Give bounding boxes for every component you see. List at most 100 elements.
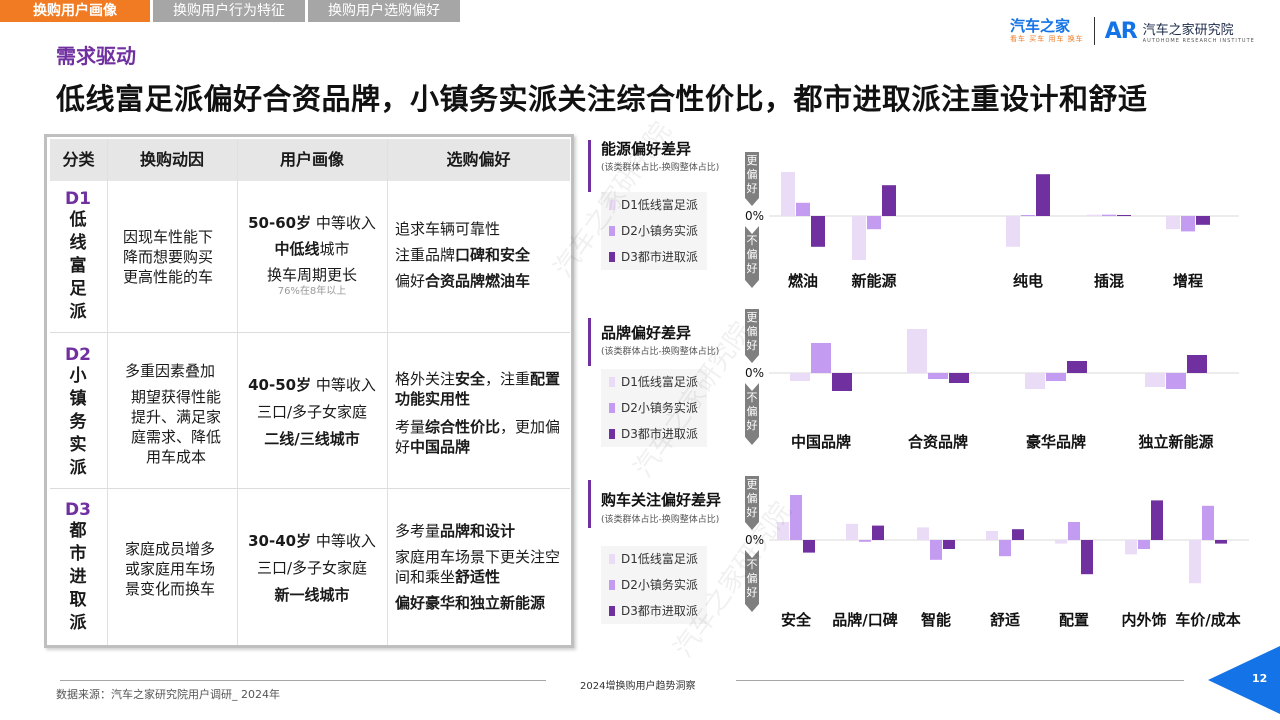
- chart-bar: [777, 522, 789, 540]
- up-arrow-label: 更偏好: [747, 311, 758, 352]
- chart-bar: [1055, 540, 1067, 544]
- legend-item-d2: D2小镇务实派: [601, 572, 707, 598]
- chart-bar: [1187, 355, 1207, 373]
- segment-code: D1: [65, 189, 91, 209]
- chart-subtitle-brand: (该类群体占比-换购整体占比): [601, 347, 720, 357]
- category-label: 安全: [781, 611, 812, 629]
- chart-bar: [986, 531, 998, 540]
- chart-bar: [1125, 540, 1137, 555]
- footer-report-title: 2024增换购用户趋势洞察: [580, 681, 696, 692]
- chart-bar: [1189, 540, 1201, 584]
- category-label: 豪华品牌: [1026, 433, 1086, 451]
- chart-bar: [1202, 505, 1214, 540]
- d2-preference: 格外关注安全，注重配置功能实用性 考量综合性价比，更加偏好中国品牌: [395, 370, 561, 456]
- down-arrow-icon: [745, 550, 759, 612]
- col-divider: [387, 139, 388, 645]
- chart-bar: [1181, 216, 1195, 232]
- institute-name-en: AUTOHOME RESEARCH INSTITUTE: [1142, 37, 1255, 44]
- chart-bar: [796, 202, 810, 216]
- up-arrow-icon: [745, 476, 759, 530]
- institute-block: 汽车之家研究院 AUTOHOME RESEARCH INSTITUTE: [1143, 19, 1255, 44]
- energy-chart: 更偏好0%不偏好燃油新能源纯电插混增程: [745, 152, 1239, 290]
- category-label: 车价/成本: [1175, 611, 1240, 629]
- top-tabs: 换购用户画像 换购用户行为特征 换购用户选购偏好: [0, 0, 463, 22]
- chart-bar: [811, 216, 825, 247]
- chart-accent-bar: [588, 140, 591, 192]
- legend-item-d3: D3都市进取派: [601, 598, 707, 624]
- d3-profile: 30-40岁 中等收入 三口/多子女家庭 新一线城市: [248, 532, 376, 604]
- chart-bar: [859, 540, 871, 542]
- page-number: 12: [1252, 672, 1268, 685]
- tab-user-behavior[interactable]: 换购用户行为特征: [153, 0, 305, 22]
- table-row-d1-category: D1 低 线 富 足 派: [50, 189, 106, 324]
- chart-legend-energy: D1低线富足派 D2小镇务实派 D3都市进取派: [601, 192, 707, 270]
- down-arrow-label: 不偏好: [747, 391, 758, 432]
- chart-bar: [1068, 522, 1080, 540]
- chart-bar: [1067, 361, 1087, 373]
- down-arrow-icon: [745, 383, 759, 445]
- chart-bar: [917, 527, 929, 540]
- category-label: 独立新能源: [1138, 433, 1213, 451]
- chart-bar: [1081, 540, 1093, 575]
- logo-divider: [1093, 17, 1095, 45]
- chart-bar: [1006, 216, 1020, 247]
- zero-label: 0%: [745, 366, 764, 380]
- chart-bar: [928, 373, 948, 379]
- legend-item-d3: D3都市进取派: [601, 244, 707, 270]
- category-label: 舒适: [990, 611, 1020, 629]
- chart-bar: [803, 540, 815, 553]
- brand-slogan: 看车 买车 用车 换车: [1010, 35, 1084, 43]
- chart-bar: [1117, 215, 1131, 216]
- tab-user-profile[interactable]: 换购用户画像: [0, 0, 150, 22]
- chart-bar: [1012, 529, 1024, 540]
- chart-bar: [907, 329, 927, 373]
- category-label: 燃油: [788, 272, 818, 290]
- category-label: 品牌/口碑: [832, 611, 897, 629]
- section-title: 需求驱动: [56, 44, 136, 68]
- chart-bar: [1046, 373, 1066, 381]
- chart-bar: [1025, 373, 1045, 389]
- chart-title-energy: 能源偏好差异: [601, 140, 692, 158]
- legend-item-d1: D1低线富足派: [601, 369, 707, 395]
- row-divider: [50, 488, 570, 489]
- chart-bar: [1036, 174, 1050, 216]
- zero-label: 0%: [745, 533, 764, 547]
- category-label: 智能: [921, 611, 951, 629]
- table-header: 分类 换购动因 用户画像 选购偏好: [50, 139, 570, 181]
- chart-bar: [1138, 540, 1150, 549]
- d3-preference: 多考量品牌和设计 家庭用车场景下更关注空间和乘坐舒适性 偏好豪华和独立新能源: [395, 522, 561, 612]
- chart-bar: [1166, 216, 1180, 230]
- legend-item-d1: D1低线富足派: [601, 546, 707, 572]
- chart-bar: [872, 525, 884, 540]
- chart-accent-bar: [588, 480, 591, 528]
- d1-profile: 50-60岁 中等收入 中低线城市 换车周期更长 76%在8年以上: [248, 214, 376, 297]
- chart-bar: [949, 373, 969, 383]
- brand-name: 汽车之家: [1010, 17, 1071, 35]
- zero-label: 0%: [745, 209, 764, 223]
- chart-bar: [867, 216, 881, 230]
- table-row-d3-category: D3 都 市 进 取 派: [50, 500, 106, 635]
- segment-code: D2: [65, 345, 91, 365]
- chart-bar: [790, 495, 802, 540]
- footer-line-right: [736, 680, 1184, 681]
- row-divider: [50, 332, 570, 333]
- chart-bar: [1166, 373, 1186, 389]
- footer-line-left: [60, 680, 546, 681]
- page-headline: 低线富足派偏好合资品牌，小镇务实派关注综合性价比，都市进取派注重设计和舒适: [56, 82, 1148, 116]
- chart-subtitle-energy: (该类群体占比-换购整体占比): [601, 163, 720, 173]
- up-arrow-label: 更偏好: [747, 478, 758, 519]
- chart-bar: [781, 172, 795, 216]
- chart-bar: [1102, 214, 1116, 216]
- page-corner-icon: [1208, 646, 1280, 714]
- col-divider: [237, 139, 238, 645]
- d2-motive: 多重因素叠加 期望获得性能提升、满足家庭需求、降低用车成本: [125, 362, 221, 466]
- tab-user-preference[interactable]: 换购用户选购偏好: [308, 0, 460, 22]
- up-arrow-icon: [745, 309, 759, 363]
- chart-title-focus: 购车关注偏好差异: [601, 491, 722, 509]
- col-divider: [107, 139, 108, 645]
- segment-table: 分类 换购动因 用户画像 选购偏好 D1 低 线 富 足 派 因现车性能下降而想…: [44, 134, 574, 648]
- legend-item-d2: D2小镇务实派: [601, 218, 707, 244]
- chart-accent-bar: [588, 318, 591, 366]
- chart-title-brand: 品牌偏好差异: [601, 324, 692, 342]
- purchase-focus-chart: 更偏好0%不偏好安全品牌/口碑智能舒适配置内外饰车价/成本: [745, 476, 1249, 629]
